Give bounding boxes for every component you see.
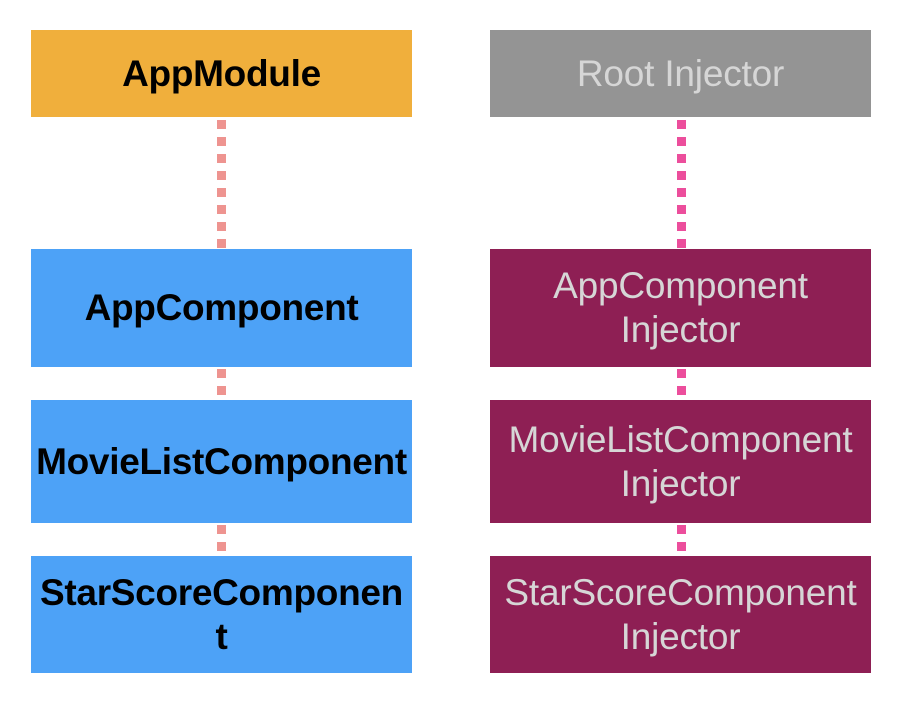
node-app-component-injector-label: AppComponent Injector <box>553 265 808 350</box>
node-app-module-label: AppModule <box>122 52 321 94</box>
node-movie-list-component-injector[interactable]: MovieListComponent Injector <box>490 400 871 523</box>
node-movie-list-component-label: MovieListComponent <box>36 440 407 482</box>
connector-appcomponent-injector-to-movielist-injector <box>677 369 686 399</box>
node-star-score-component-injector-label: StarScoreComponent Injector <box>504 571 857 657</box>
node-movie-list-component-injector-label: MovieListComponent Injector <box>508 418 853 504</box>
node-app-component[interactable]: AppComponent <box>31 249 412 367</box>
connector-appcomponent-to-movielist <box>217 369 226 399</box>
connector-movielist-to-starscore <box>217 525 226 555</box>
node-app-component-injector[interactable]: AppComponent Injector <box>490 249 871 367</box>
node-movie-list-component[interactable]: MovieListComponent <box>31 400 412 523</box>
connector-appmodule-to-appcomponent <box>217 120 226 248</box>
node-star-score-component-injector[interactable]: StarScoreComponent Injector <box>490 556 871 673</box>
node-root-injector[interactable]: Root Injector <box>490 30 871 117</box>
node-star-score-component-label: StarScoreComponent <box>40 571 403 657</box>
node-star-score-component[interactable]: StarScoreComponent <box>31 556 412 673</box>
connector-movielist-injector-to-starscore-injector <box>677 525 686 555</box>
node-app-module[interactable]: AppModule <box>31 30 412 117</box>
node-root-injector-label: Root Injector <box>576 52 785 94</box>
connector-root-injector-to-appcomponent-injector <box>677 120 686 248</box>
node-app-component-label: AppComponent <box>84 287 359 329</box>
